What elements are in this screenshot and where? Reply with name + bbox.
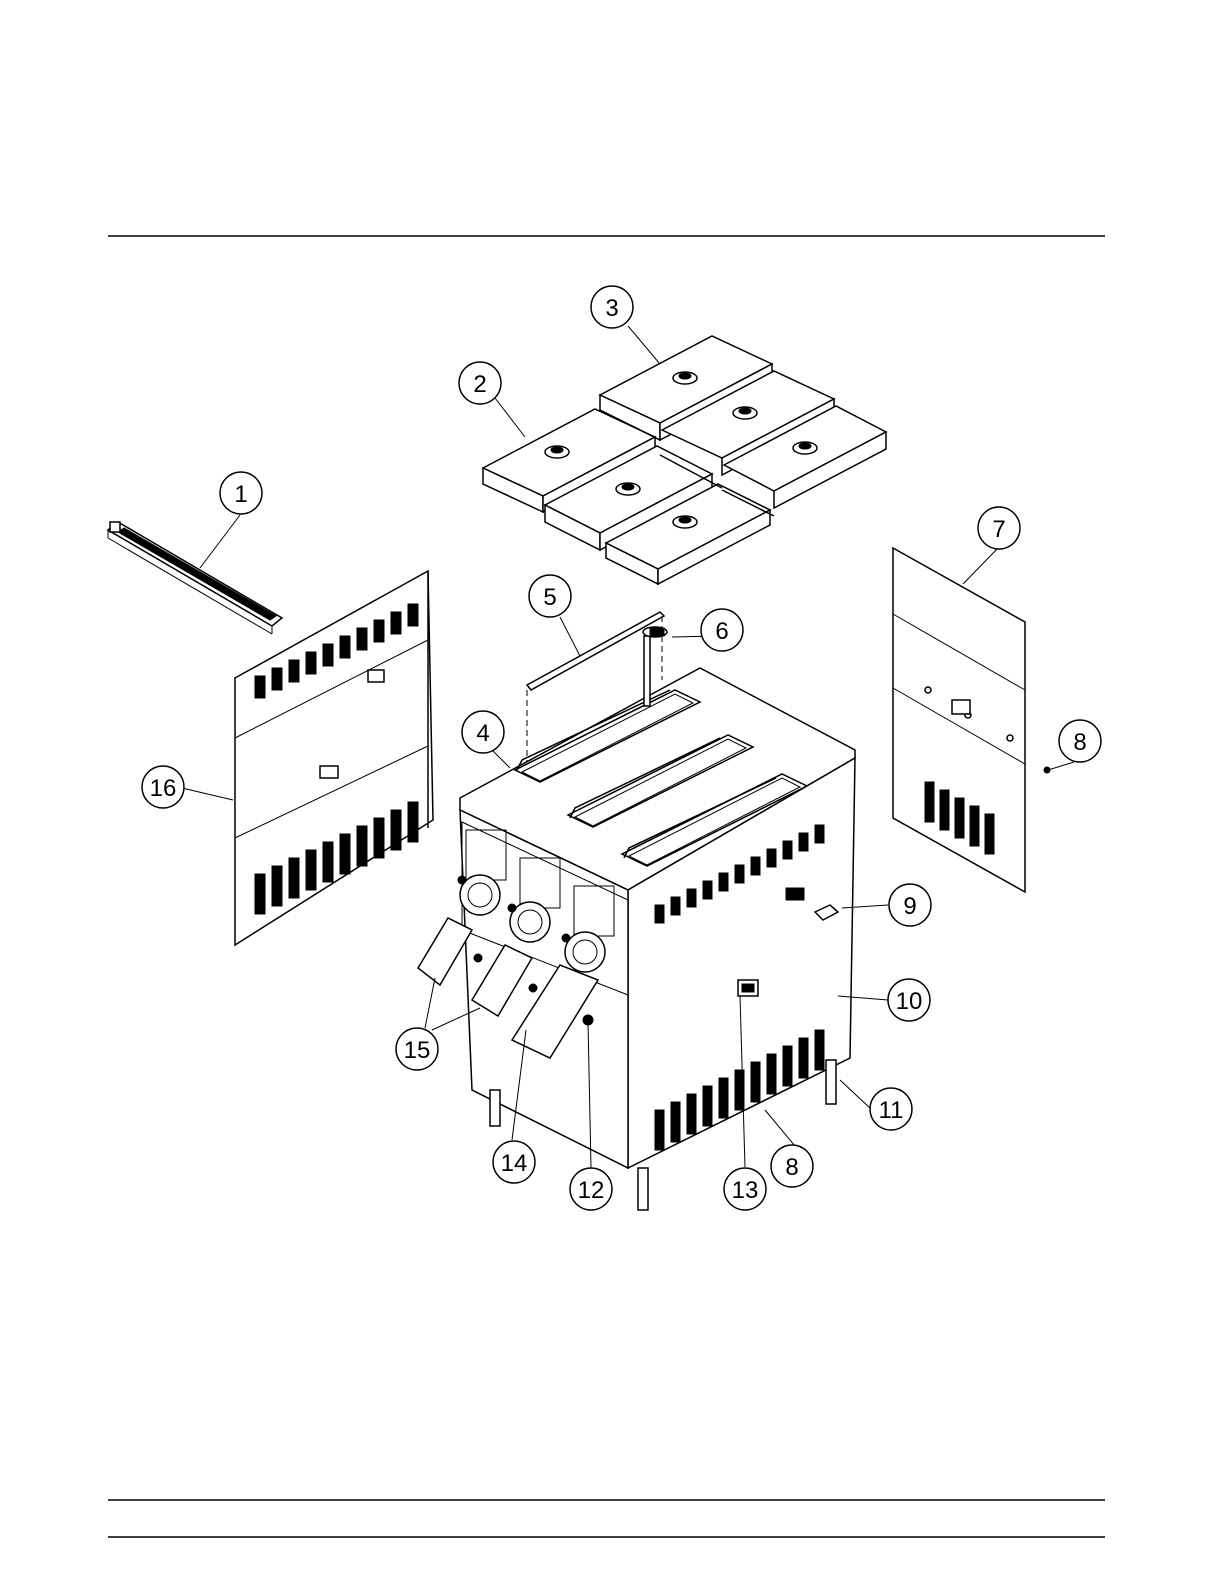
callout-label: 14	[501, 1150, 528, 1177]
callout-label: 12	[578, 1177, 605, 1204]
callout-5: 5	[529, 575, 571, 617]
callout-10: 10	[888, 979, 930, 1021]
callout-label: 2	[473, 371, 486, 398]
callout-label: 8	[1073, 729, 1086, 756]
callout-label: 16	[150, 775, 177, 802]
callout-label: 9	[903, 893, 916, 920]
callout-label: 3	[605, 295, 618, 322]
callout-14: 14	[493, 1141, 535, 1183]
callout-3: 3	[591, 286, 633, 328]
callout-8-lower: 8	[771, 1145, 813, 1187]
callout-6: 6	[701, 609, 743, 651]
callout-label: 7	[992, 516, 1005, 543]
callout-label: 8	[785, 1154, 798, 1181]
callout-7: 7	[978, 507, 1020, 549]
top-bracket-icon	[108, 522, 282, 634]
callout-label: 13	[732, 1177, 759, 1204]
callout-label: 6	[715, 618, 728, 645]
callout-label: 1	[234, 481, 247, 508]
left-side-panel-icon	[235, 571, 433, 945]
callout-label: 10	[896, 988, 923, 1015]
callout-4: 4	[462, 711, 504, 753]
callout-1: 1	[220, 472, 262, 514]
right-side-panel-icon	[893, 548, 1025, 892]
callout-12: 12	[570, 1168, 612, 1210]
callout-label: 11	[879, 1097, 904, 1124]
callout-8-upper: 8	[1059, 720, 1101, 762]
callout-15: 15	[396, 1028, 438, 1070]
callout-label: 4	[476, 720, 489, 747]
callout-9: 9	[889, 884, 931, 926]
callout-13: 13	[724, 1168, 766, 1210]
callout-16: 16	[142, 766, 184, 808]
callout-2: 2	[459, 362, 501, 404]
switch-icon	[738, 980, 758, 996]
callout-label: 5	[543, 584, 556, 611]
callout-label: 15	[404, 1037, 431, 1064]
callout-11: 11	[870, 1088, 912, 1130]
hopper-covers-icon	[483, 336, 886, 584]
